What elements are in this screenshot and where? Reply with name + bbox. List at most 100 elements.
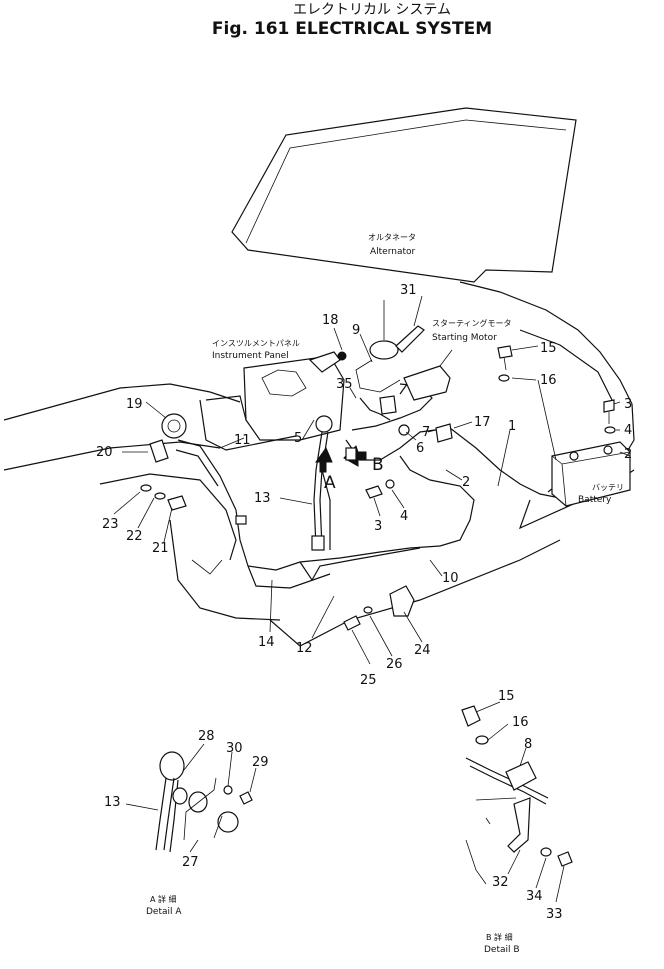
detail-a-plate-27a — [188, 791, 208, 813]
detail-a-caption-jp: A 詳 細 — [150, 894, 177, 904]
part-number-7: 7 — [422, 425, 430, 440]
detail-a-switch-28 — [172, 787, 188, 805]
alternator-label-jp: オルタネータ — [368, 233, 416, 242]
part-number-23: 23 — [102, 517, 119, 532]
part-number-1: 1 — [508, 419, 516, 434]
component-labels: オルタネータ Alternator スターティングモータ Starting Mo… — [212, 233, 624, 505]
detail-b-part-34: 34 — [526, 889, 543, 904]
part-number-9: 9 — [352, 323, 360, 338]
view-marker-b: B — [372, 455, 384, 475]
detail-b-bolt-15 — [461, 705, 481, 727]
part-number-10: 10 — [442, 571, 459, 586]
part-number-3-center: 3 — [374, 519, 382, 534]
detail-b-bolt-33 — [557, 851, 573, 867]
washer-26 — [363, 606, 373, 614]
washer-16 — [498, 374, 510, 382]
detail-a: 28 30 29 13 27 A 詳 細 Detail A — [104, 729, 269, 917]
detail-b-caption-jp: B 詳 細 — [486, 932, 513, 942]
detail-a-part-29: 29 — [252, 755, 269, 770]
part-number-11: 11 — [234, 433, 251, 448]
part-number-5: 5 — [294, 431, 302, 446]
part-number-12: 12 — [296, 641, 313, 656]
detail-a-part-13: 13 — [104, 795, 121, 810]
part-number-14: 14 — [258, 635, 275, 650]
components — [140, 300, 631, 631]
detail-b: 15 16 8 32 34 33 B 詳 細 Detail B — [461, 689, 573, 955]
part-number-26: 26 — [386, 657, 403, 672]
bolt-3-center — [365, 485, 383, 499]
bolt-21 — [167, 495, 187, 511]
starting-motor-label-jp: スターティングモータ — [432, 318, 512, 328]
part-number-4-right: 4 — [624, 423, 632, 438]
part-number-25: 25 — [360, 673, 377, 688]
detail-b-clamp-8 — [505, 761, 537, 791]
part-number-19: 19 — [126, 397, 143, 412]
part-numbers-main: 31 9 18 35 5 6 7 17 1 2 15 16 3 4 2 3 4 … — [96, 283, 632, 688]
washer-22 — [154, 492, 166, 500]
detail-b-washer-16 — [475, 735, 489, 745]
part-number-24: 24 — [414, 643, 431, 658]
part-number-4-center: 4 — [400, 509, 408, 524]
title-japanese: エレクトリカル システム — [293, 2, 451, 18]
part-number-35: 35 — [336, 377, 353, 392]
part-number-2-right: 2 — [624, 447, 632, 462]
alarm-24 — [389, 585, 415, 617]
detail-a-part-28: 28 — [198, 729, 215, 744]
detail-b-part-16: 16 — [512, 715, 529, 730]
instrument-panel-label-jp: インスツルメントパネル — [212, 339, 300, 348]
detail-b-washer-34 — [540, 847, 552, 857]
part-number-18: 18 — [322, 313, 339, 328]
detail-a-caption: Detail A — [146, 907, 182, 917]
part-18 — [337, 351, 347, 361]
relay-7 — [435, 423, 453, 443]
detail-b-part-8: 8 — [524, 737, 532, 752]
detail-a-part-27: 27 — [182, 855, 199, 870]
part-35 — [379, 395, 397, 415]
part-number-16: 16 — [540, 373, 557, 388]
detail-a-part-30: 30 — [226, 741, 243, 756]
battery-label: Battery — [578, 495, 612, 505]
part-number-6: 6 — [416, 441, 424, 456]
instrument-panel-label: Instrument Panel — [212, 351, 289, 361]
figure-title: Fig. 161 ELECTRICAL SYSTEM — [212, 19, 492, 39]
detail-b-part-32: 32 — [492, 875, 509, 890]
detail-b-part-15: 15 — [498, 689, 515, 704]
alternator-part — [369, 340, 399, 360]
connector-14 — [235, 515, 247, 525]
lever-switch-13 — [311, 535, 325, 551]
alternator-label: Alternator — [370, 247, 416, 257]
detail-a-washer-30 — [223, 785, 233, 795]
battery-label-jp: バッテリ — [592, 483, 624, 492]
view-arrow-a — [315, 446, 333, 473]
part-number-21: 21 — [152, 541, 169, 556]
detail-b-caption: Detail B — [484, 945, 520, 955]
washer-4-right — [604, 426, 616, 434]
bolt-31 — [395, 325, 425, 353]
detail-b-bracket-32 — [507, 797, 531, 853]
washer-4-center — [385, 479, 395, 489]
bolt-3-right — [603, 399, 615, 413]
part-number-2-center: 2 — [462, 475, 470, 490]
part-number-13: 13 — [254, 491, 271, 506]
detail-b-part-33: 33 — [546, 907, 563, 922]
bracket-20 — [149, 439, 169, 463]
horn-19 — [161, 413, 187, 439]
part-number-3-right: 3 — [624, 397, 632, 412]
bolt-15 — [497, 345, 513, 359]
bolt-25 — [343, 615, 361, 631]
detail-a-plate-27b — [217, 811, 239, 833]
part-number-17: 17 — [474, 415, 491, 430]
starting-motor-label: Starting Motor — [432, 333, 497, 343]
detail-a-knob — [159, 751, 185, 781]
lever-knob-5 — [315, 415, 333, 433]
detail-a-bolt-29 — [239, 791, 253, 805]
washer-23 — [140, 484, 152, 492]
view-marker-a: A — [324, 473, 336, 493]
part-number-31: 31 — [400, 283, 417, 298]
part-number-20: 20 — [96, 445, 113, 460]
part-number-15: 15 — [540, 341, 557, 356]
starting-motor-part — [403, 365, 451, 401]
leader-lines — [113, 295, 631, 665]
